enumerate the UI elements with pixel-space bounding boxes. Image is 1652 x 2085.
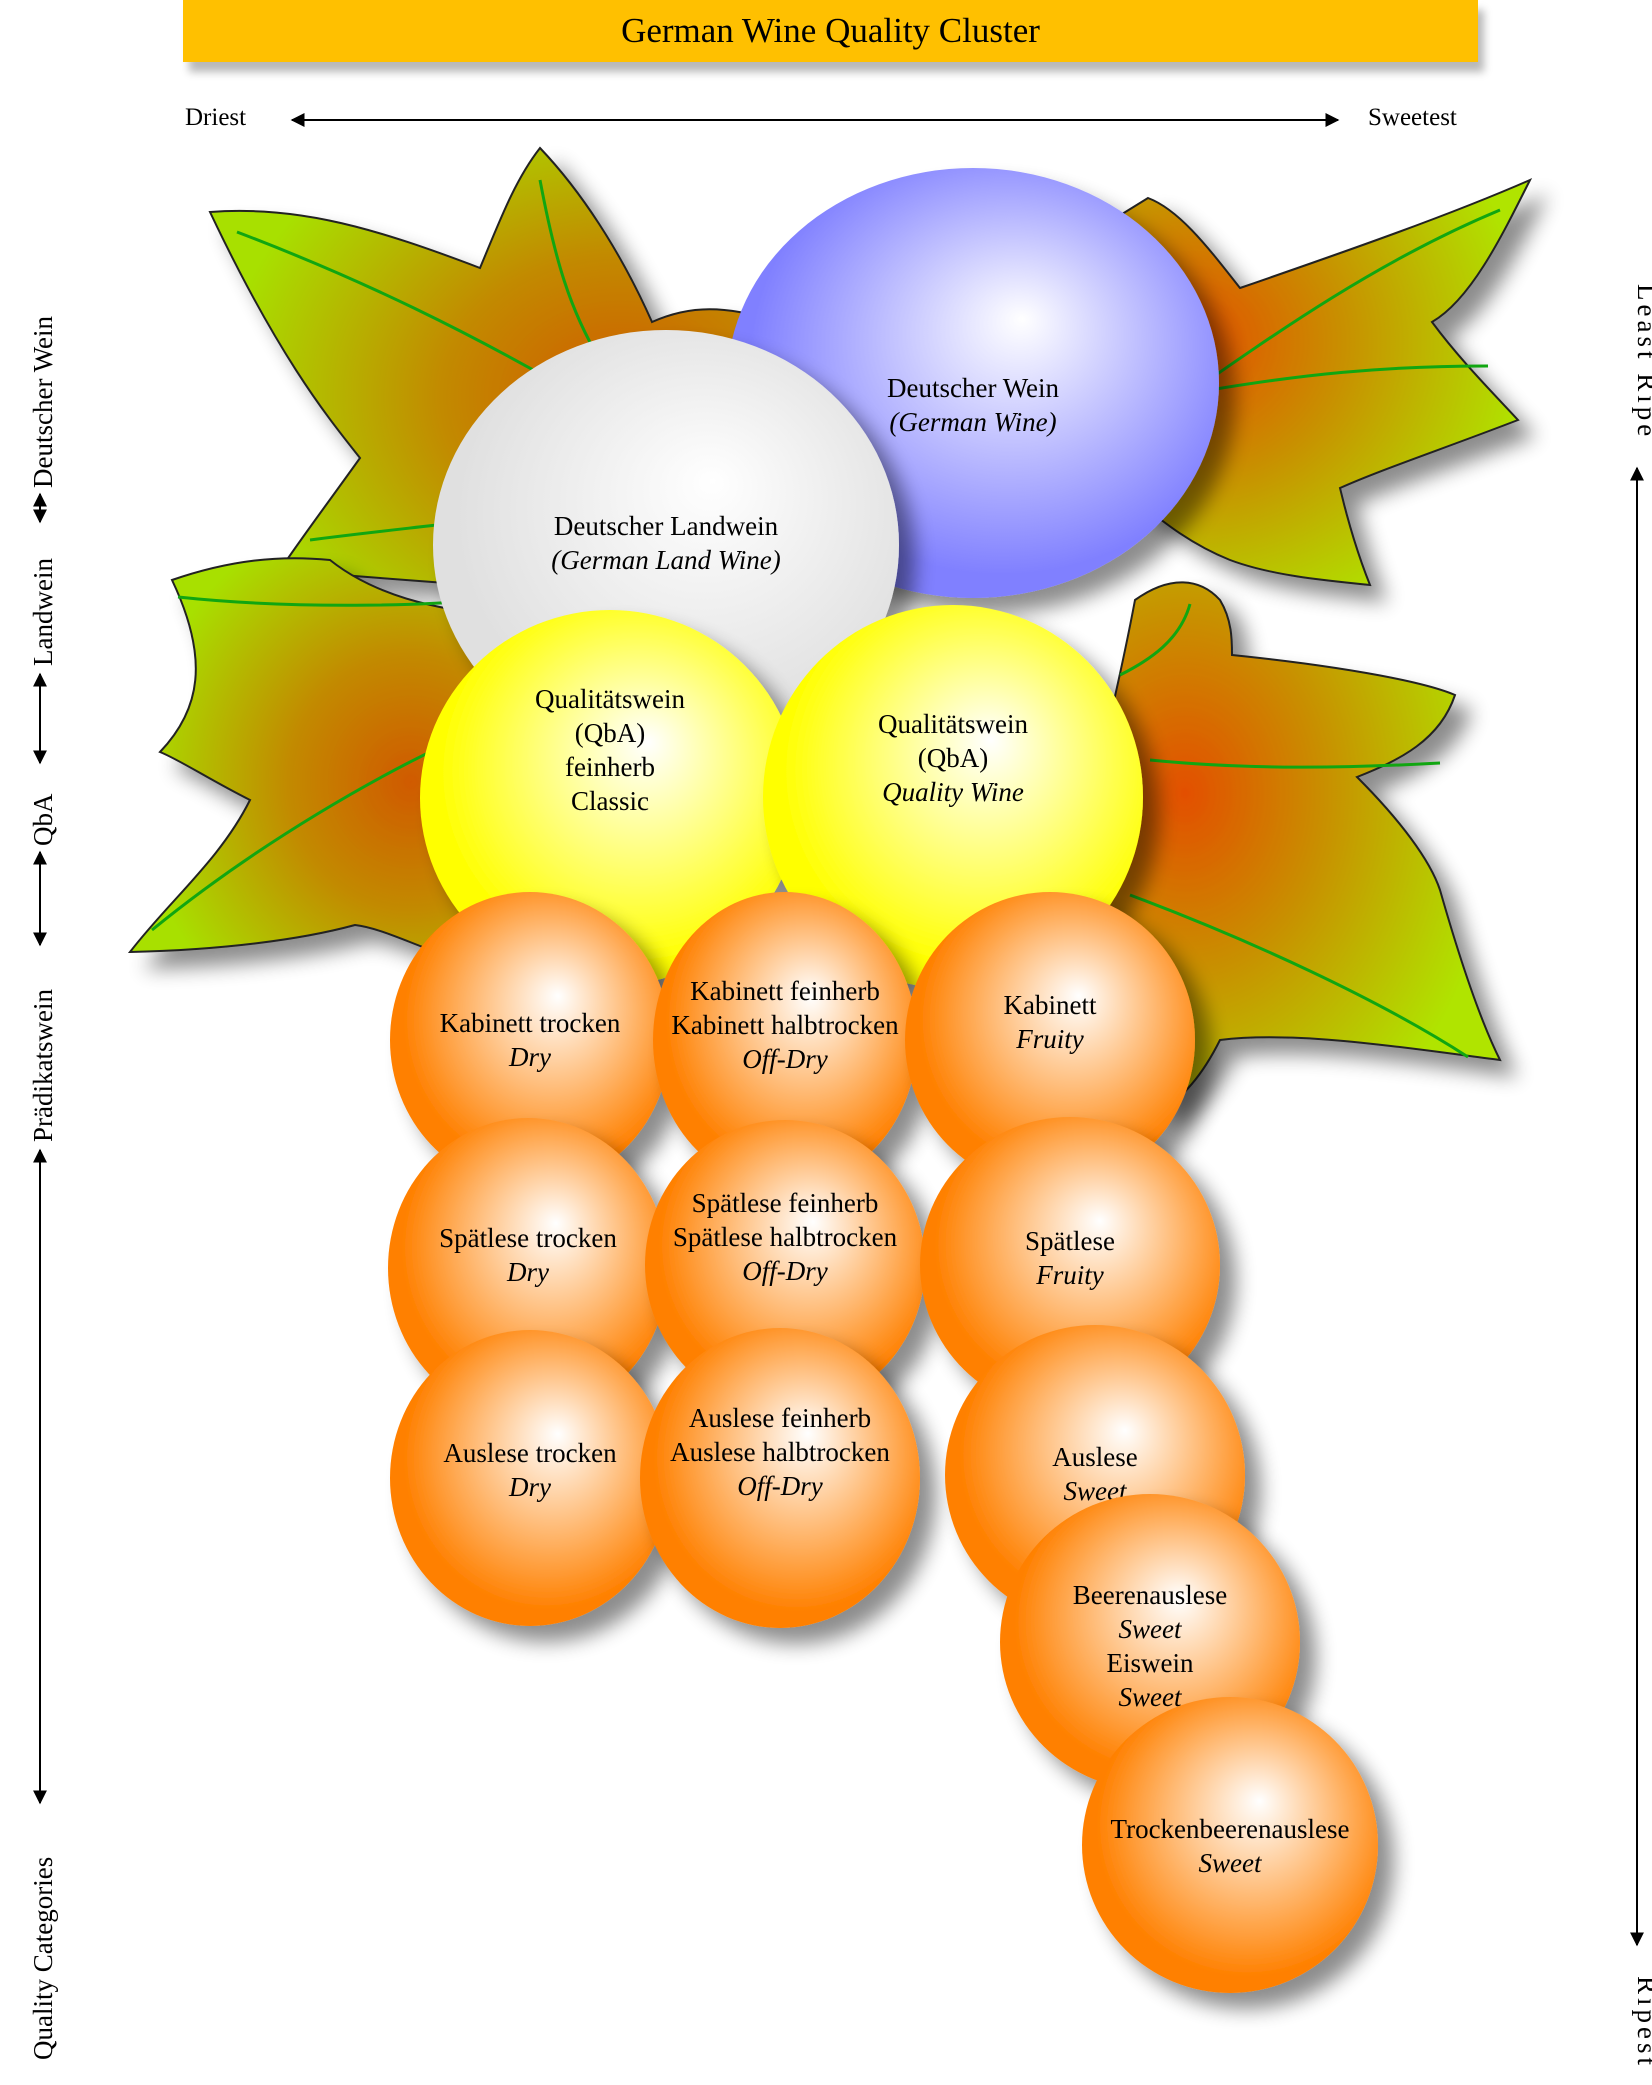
grape-label-line: (German Land Wine): [551, 545, 780, 575]
grape-label-line: Beerenauslese: [1073, 1580, 1227, 1610]
grape-label-line: Dry: [508, 1472, 551, 1502]
title-banner: German Wine Quality Cluster: [183, 0, 1478, 62]
grape-label-line: Kabinett halbtrocken: [671, 1010, 899, 1040]
grape-label-line: Trockenbeerenauslese: [1111, 1814, 1350, 1844]
leaves: [127, 146, 1533, 1112]
grape-label-line: Off-Dry: [742, 1044, 827, 1074]
grape-label-line: Spätlese feinherb: [692, 1188, 879, 1218]
grape-label-line: Qualitätswein: [878, 709, 1028, 739]
grape-berry: [420, 610, 800, 986]
grape-berry: [390, 892, 670, 1188]
grape-label-line: Fruity: [1035, 1260, 1104, 1290]
grape-label-line: Auslese: [1052, 1442, 1137, 1472]
grape-label-line: Kabinett trocken: [440, 1008, 621, 1038]
grape-label-line: Qualitätswein: [535, 684, 685, 714]
grape-label-line: (QbA): [918, 743, 988, 773]
grape-label-line: Off-Dry: [737, 1471, 822, 1501]
grape-berry: [645, 1120, 925, 1410]
grape-label-line: Sweet: [1199, 1848, 1263, 1878]
grape-label-line: Auslese halbtrocken: [670, 1437, 890, 1467]
grape-label-line: Spätlese: [1025, 1226, 1115, 1256]
grape-label-line: Dry: [506, 1257, 549, 1287]
grape-berry: [653, 892, 917, 1188]
grape-label-line: Sweet: [1119, 1614, 1183, 1644]
grape-berry: [1082, 1697, 1378, 1993]
page-title: German Wine Quality Cluster: [621, 11, 1040, 50]
grape-label-line: Spätlese trocken: [439, 1223, 617, 1253]
leaf-right-upper: [1078, 177, 1533, 587]
grape-label-line: Kabinett: [1004, 990, 1097, 1020]
grape-berry: [390, 1330, 670, 1626]
grape-label-line: Deutscher Wein: [887, 373, 1060, 403]
grape-label-line: (German Wine): [889, 407, 1056, 437]
grape-berry: [388, 1118, 668, 1418]
grape-label-line: Off-Dry: [742, 1256, 827, 1286]
grape-label-line: feinherb: [565, 752, 655, 782]
grapes: Deutscher Wein (German Wine) Deutscher Lan…: [388, 168, 1378, 1993]
grape-label-line: Spätlese halbtrocken: [673, 1222, 898, 1252]
grape-berry: [640, 1328, 920, 1628]
grape-label-line: Quality Wine: [882, 777, 1024, 807]
grape-label-line: Classic: [571, 786, 649, 816]
grape-label-line: Sweet: [1119, 1682, 1183, 1712]
driest-label: Driest: [185, 104, 247, 131]
grape-label-line: Fruity: [1015, 1024, 1084, 1054]
leaf-left-lower: [127, 557, 521, 966]
grape-label-line: Eiswein: [1107, 1648, 1194, 1678]
grape-label-line: Deutscher Landwein: [554, 511, 779, 541]
grape-label-line: Dry: [508, 1042, 551, 1072]
sweetest-label: Sweetest: [1368, 104, 1457, 131]
grape-label-line: Auslese feinherb: [689, 1403, 871, 1433]
grape-label-line: (QbA): [575, 718, 645, 748]
grape-berry: [905, 892, 1195, 1188]
grape-label-line: Auslese trocken: [443, 1438, 617, 1468]
grape-label-line: Kabinett feinherb: [690, 976, 880, 1006]
